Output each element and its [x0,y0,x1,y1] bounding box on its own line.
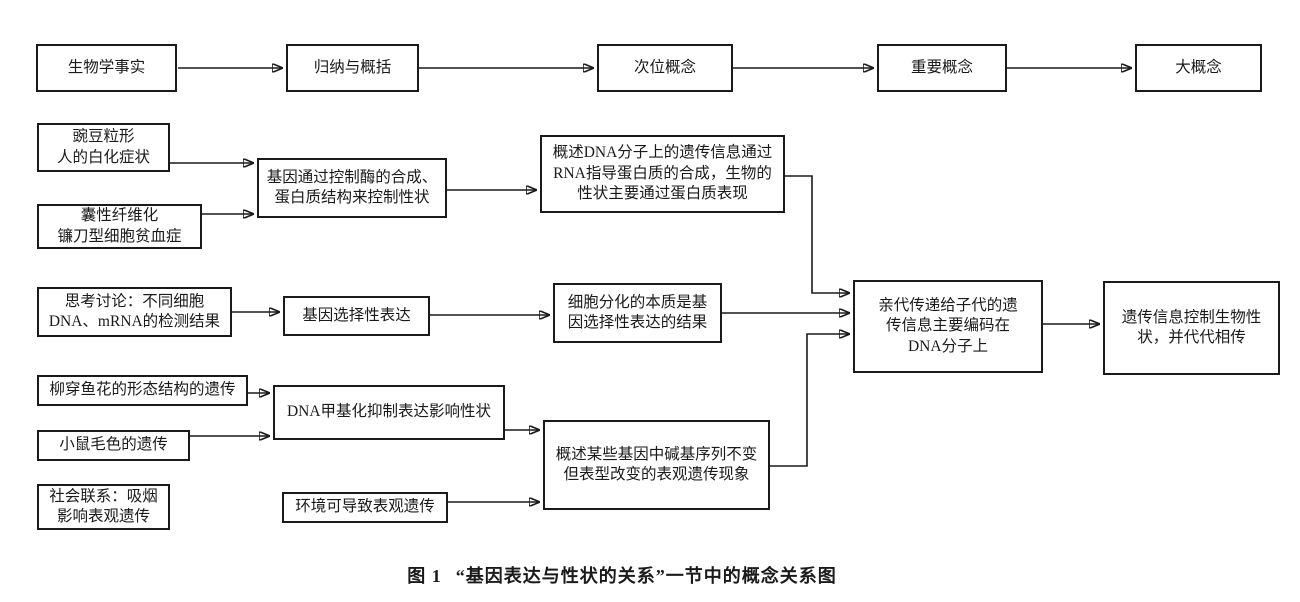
node-text-line: 亲代传递给子代的遗 [878,296,1018,314]
node-gene-controls-traits: 基因通过控制酶的合成、 蛋白质结构来控制性状 [257,158,447,218]
node-heredity-controls-traits: 遗传信息控制生物性 状，并代代相传 [1103,281,1280,375]
node-pea-albinism: 豌豆粒形 人的白化症状 [37,123,170,172]
figure-caption-label: 图 1 [407,566,442,586]
node-text-line: 但表型改变的表观遗传现象 [563,466,750,483]
node-environment-epigenetics: 环境可导致表观遗传 [282,492,448,523]
node-text-line: 遗传信息控制生物性 [1121,308,1262,326]
node-secondary-concept: 次位概念 [597,44,733,92]
node-text-line: 社会联系：吸烟 [49,487,158,505]
node-text-line: 影响表观遗传 [56,508,150,525]
node-epigenetic-phenomenon: 概述某些基因中碱基序列不变 但表型改变的表观遗传现象 [543,420,770,510]
node-social-smoking: 社会联系：吸烟 影响表观遗传 [37,484,170,530]
node-text-line: RNA指导蛋白质的合成，生物的 [553,164,772,182]
node-text-line: 柳穿鱼花的形态结构的遗传 [49,381,236,399]
node-text-line: 次位概念 [633,58,696,76]
node-text-line: 环境可导致表观遗传 [295,498,435,516]
node-text-line: 因选择性表达的结果 [567,314,708,331]
node-parent-to-offspring: 亲代传递给子代的遗 传信息主要编码在 DNA分子上 [853,280,1043,373]
node-text-line: 状，并代代相传 [1137,329,1246,346]
node-cell-differentiation: 细胞分化的本质是基 因选择性表达的结果 [553,283,722,343]
node-text-line: 大概念 [1175,58,1222,76]
node-dna-methylation: DNA甲基化抑制表达影响性状 [273,385,505,440]
node-cystic-fibrosis: 囊性纤维化 镰刀型细胞贫血症 [37,204,202,249]
node-text-line: 基因选择性表达 [302,306,411,324]
arrow-dna-info-to-parent [785,175,849,293]
node-text-line: 镰刀型细胞贫血症 [57,227,182,245]
node-induction-generalization: 归纳与概括 [286,44,419,92]
node-text-line: 生物学事实 [67,58,146,76]
node-text-line: 传信息主要编码在 [885,317,1010,335]
node-toadflax-flower: 柳穿鱼花的形态结构的遗传 [37,375,248,406]
node-text-line: DNA、mRNA的检测结果 [48,313,221,330]
node-biological-facts: 生物学事实 [36,44,177,92]
node-text-line: DNA甲基化抑制表达影响性状 [286,403,492,421]
node-text-line: 性状主要通过蛋白质表现 [577,185,748,203]
node-big-concept: 大概念 [1135,44,1262,92]
node-text-line: 豌豆粒形 [72,128,135,146]
node-dna-genetic-info: 概述DNA分子上的遗传信息通过 RNA指导蛋白质的合成，生物的 性状主要通过蛋白… [540,135,785,213]
node-text-line: 小鼠毛色的遗传 [59,436,168,454]
node-text-line: 思考讨论：不同细胞 [64,292,205,310]
node-text-line: 蛋白质结构来控制性状 [274,189,430,206]
node-mouse-coat-color: 小鼠毛色的遗传 [37,430,190,461]
node-text-line: 人的白化症状 [56,148,150,166]
node-selective-expression: 基因选择性表达 [283,296,430,336]
node-text-line: 重要概念 [910,58,973,76]
node-text-line: 归纳与概括 [313,58,392,76]
node-text-line: 囊性纤维化 [80,207,159,225]
node-text-line: DNA分子上 [907,337,989,355]
node-text-line: 细胞分化的本质是基 [567,293,708,311]
node-discussion-dna-mrna: 思考讨论：不同细胞 DNA、mRNA的检测结果 [37,287,232,337]
node-text-line: 概述DNA分子上的遗传信息通过 [552,144,773,162]
arrow-epigenetic-to-parent [770,334,849,467]
figure-caption: 图 1 “基因表达与性状的关系”一节中的概念关系图 [0,562,1244,588]
node-text-line: 概述某些基因中碱基序列不变 [555,445,758,463]
node-text-line: 基因通过控制酶的合成、 [266,168,438,186]
figure-caption-title: “基因表达与性状的关系”一节中的概念关系图 [455,566,837,586]
node-important-concept: 重要概念 [877,44,1007,92]
